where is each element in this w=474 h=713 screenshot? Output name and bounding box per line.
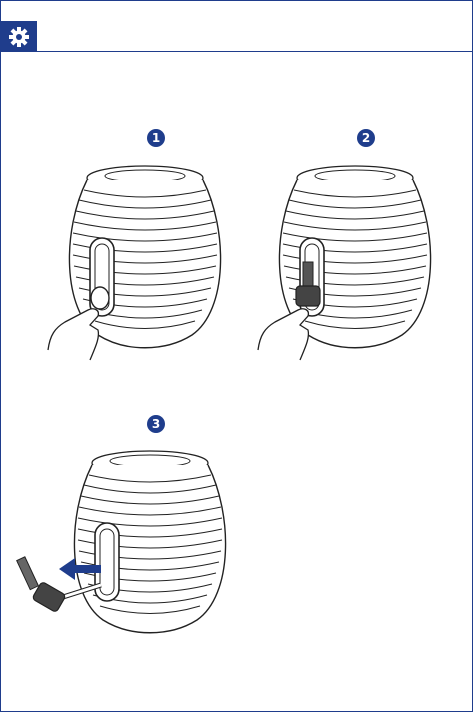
cog-icon <box>0 21 37 52</box>
step-badge-2: 2 <box>357 129 375 147</box>
speaker-illustration-step-1 <box>70 160 230 370</box>
speaker-illustration-step-3 <box>75 445 235 655</box>
step-badge-1: 1 <box>147 129 165 147</box>
speaker-illustration-step-2 <box>280 160 440 370</box>
header-rule <box>0 51 473 52</box>
step-badge-3: 3 <box>147 415 165 433</box>
